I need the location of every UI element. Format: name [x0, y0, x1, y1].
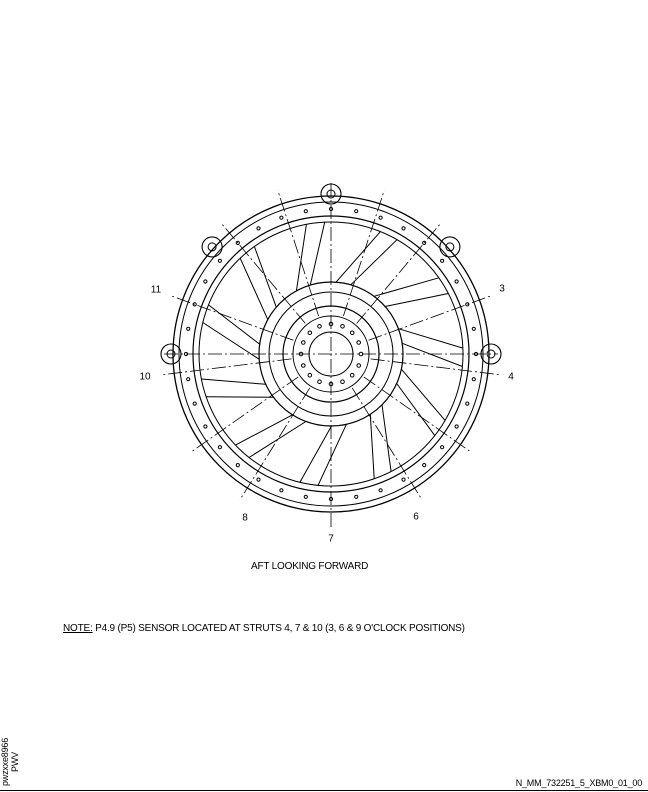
flange-bolt: [465, 302, 470, 307]
leader-strut-3: [368, 294, 493, 341]
flange-bolt: [465, 401, 470, 406]
hub-bolt-hole: [340, 324, 345, 329]
flange-bolt: [203, 279, 208, 284]
note-text: NOTE: P4.9 (P5) SENSOR LOCATED AT STRUTS…: [63, 623, 465, 634]
flange-bolt: [454, 279, 459, 284]
leader-strut-9: [189, 376, 299, 454]
leader-strut-8: [239, 387, 311, 501]
note-body: P4.9 (P5) SENSOR LOCATED AT STRUTS 4, 7 …: [92, 623, 465, 634]
hub-bolt-hole: [301, 340, 306, 345]
leader-strut-6: [351, 387, 423, 501]
hub-bolt-hole: [349, 372, 355, 378]
flange-bolt: [279, 215, 284, 220]
hub-bolt-hole: [349, 330, 355, 336]
flange-bolt: [422, 463, 427, 468]
strut: [239, 246, 277, 320]
strut: [373, 277, 449, 307]
flange-bolt: [303, 209, 308, 214]
note-prefix: NOTE:: [63, 623, 93, 634]
flange-bolt: [186, 326, 191, 331]
strut: [201, 378, 274, 398]
flange-bolt: [217, 445, 222, 450]
strut: [235, 414, 307, 458]
flange-bolt: [354, 494, 359, 499]
leader-strut-12: [220, 221, 306, 324]
flange-bolt: [471, 377, 476, 382]
strut: [202, 304, 261, 360]
hub-bolt-hole: [356, 340, 362, 345]
flange-bolt: [440, 445, 445, 450]
page-baseline: [0, 790, 648, 791]
flange-bolt: [401, 477, 406, 482]
flange-bolt: [378, 488, 383, 493]
left-mount-lug: [201, 236, 223, 258]
flange-bolt: [256, 477, 261, 482]
hub-bolt-hole: [301, 363, 306, 368]
strut-label-3: 3: [499, 283, 505, 295]
hub-bolt-hole: [340, 379, 345, 385]
leader-strut-1b: [343, 190, 385, 317]
flange-bolt: [454, 424, 459, 429]
flange-bolt: [203, 424, 208, 429]
flange-bolt: [235, 240, 240, 245]
left-mount-lug-hole: [207, 242, 217, 252]
strut-label-8: 8: [242, 512, 248, 524]
hub-bolt-hole: [317, 324, 322, 329]
strut-label-7: 7: [328, 533, 334, 545]
strut: [335, 231, 398, 286]
hub-bolt-hole: [307, 330, 313, 336]
side-code-line1: pwzxxe8966: [0, 737, 11, 787]
hub-bolt-hole: [356, 363, 362, 368]
flange-bolt: [440, 258, 445, 263]
strut: [295, 221, 326, 291]
right-mount-lug-hole: [445, 242, 455, 252]
strut: [369, 404, 392, 479]
flange-bolt: [192, 401, 197, 406]
flange-bolt: [401, 226, 406, 231]
leader-strut-1: [277, 190, 319, 317]
flange-bolt: [471, 326, 476, 331]
flange-bolt: [378, 215, 383, 220]
flange-bolt: [354, 209, 359, 214]
leader-strut-2: [356, 221, 442, 324]
strut: [299, 424, 347, 486]
flange-bolt: [303, 494, 308, 499]
flange-bolt: [235, 463, 240, 468]
view-caption: AFT LOOKING FORWARD: [251, 561, 369, 572]
flange-bolt: [422, 240, 427, 245]
strut-label-10: 10: [139, 371, 151, 383]
strut-label-4: 4: [508, 371, 514, 383]
right-mount-lug: [439, 236, 461, 258]
strut-label-11: 11: [150, 284, 162, 296]
side-code-line2: PWV: [10, 752, 21, 772]
flange-bolt: [256, 226, 261, 231]
flange-bolt: [279, 488, 284, 493]
hub-bolt-hole: [317, 379, 322, 385]
figure-id: N_MM_732251_5_XBM0_01_00: [515, 778, 642, 788]
strut: [398, 328, 464, 367]
flange-bolt: [217, 258, 222, 263]
strut: [396, 368, 446, 436]
leader-strut-5: [363, 376, 473, 454]
hub-bolt-hole: [307, 372, 313, 378]
flange-bolt: [186, 377, 191, 382]
flange-bolt: [192, 302, 197, 307]
strut-label-6: 6: [413, 511, 419, 523]
